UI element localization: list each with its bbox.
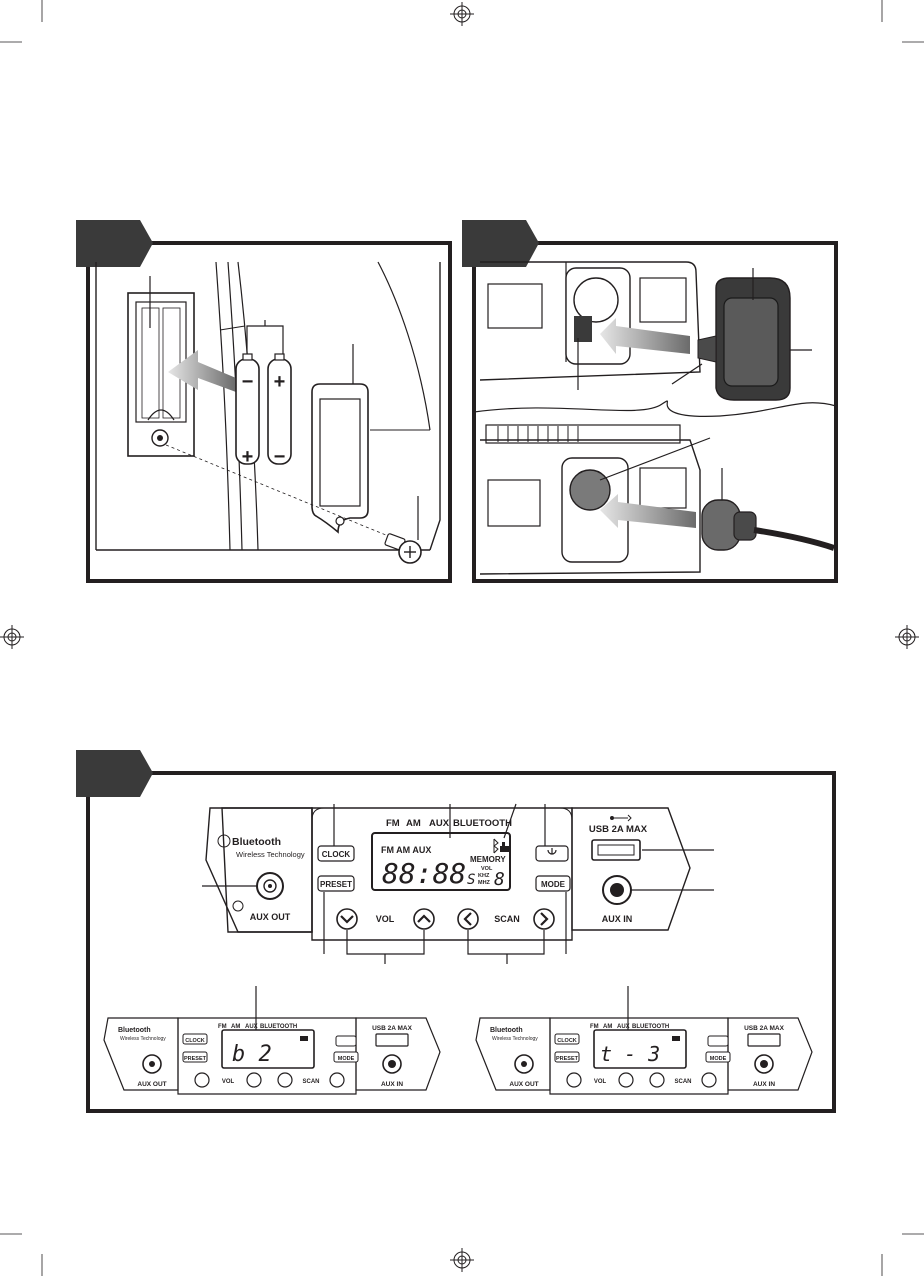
vol-up-button[interactable] [413, 908, 435, 930]
clock-button[interactable] [317, 845, 355, 862]
source-am: AM [406, 818, 421, 829]
lcd-vol: VOL [481, 866, 493, 872]
nfc-icon [232, 900, 244, 912]
svg-text:VOL: VOL [222, 1079, 235, 1085]
lcd-bluetooth-icon [493, 838, 499, 854]
svg-text:USB 2A MAX: USB 2A MAX [372, 1025, 413, 1032]
source-bluetooth: BLUETOOTH [453, 818, 512, 829]
svg-text:USB 2A MAX: USB 2A MAX [744, 1025, 785, 1032]
bluetooth-subtitle: Wireless Technology [236, 850, 305, 859]
vol-down-button[interactable] [336, 908, 358, 930]
lcd-memory: MEMORY [470, 855, 506, 864]
step-tab-3 [76, 750, 153, 797]
lcd-text-t3: t - 3 [600, 1042, 660, 1066]
mode-button[interactable] [535, 875, 571, 892]
svg-text:BLUETOOTH: BLUETOOTH [260, 1024, 297, 1030]
clock-label: CLOCK [322, 850, 351, 859]
lcd-battery-icon [500, 842, 510, 852]
lcd-display-small [221, 1029, 315, 1069]
svg-text:Wireless Technology: Wireless Technology [492, 1036, 538, 1042]
battery-right: + − [267, 353, 292, 468]
bluetooth-brand: Bluetooth [232, 836, 281, 848]
power-icon [547, 848, 557, 855]
svg-text:AUX OUT: AUX OUT [509, 1081, 538, 1088]
svg-text:MODE: MODE [710, 1056, 727, 1062]
svg-text:AUX OUT: AUX OUT [137, 1081, 166, 1088]
registration-mark-bottom [450, 1248, 474, 1272]
control-panel-left-example: Bluetooth Wireless Technology AUX OUT CL… [103, 1017, 441, 1095]
lcd-display-small [593, 1029, 687, 1069]
battery-door [311, 383, 369, 534]
screw [384, 533, 422, 564]
preset-button[interactable] [317, 875, 355, 892]
scan-label: SCAN [494, 914, 520, 924]
registration-mark-right [895, 625, 919, 649]
svg-text:BLUETOOTH: BLUETOOTH [632, 1024, 669, 1030]
scan-forward-button[interactable] [533, 908, 555, 930]
registration-mark-top [450, 2, 474, 26]
step-tab-1 [76, 220, 153, 267]
svg-text:AM: AM [603, 1024, 612, 1030]
figure-battery-install: − + + − [76, 220, 452, 583]
svg-text:MODE: MODE [338, 1056, 355, 1062]
lcd-s: S [467, 872, 475, 888]
svg-text:Wireless Technology: Wireless Technology [120, 1036, 166, 1042]
callout-lines [202, 803, 714, 1030]
preset-label: PRESET [320, 880, 352, 889]
lcd-khz: KHZ [478, 873, 490, 879]
aux-out-label: AUX OUT [250, 912, 291, 922]
svg-text:AUX IN: AUX IN [753, 1081, 775, 1088]
usb-icon [610, 814, 632, 822]
figure-control-panel: Bluetooth Wireless Technology AUX OUT CL… [76, 750, 836, 1113]
vol-label: VOL [376, 914, 395, 924]
svg-text:PRESET: PRESET [556, 1056, 579, 1062]
step-tab-2 [462, 220, 539, 267]
control-panel-main: Bluetooth Wireless Technology AUX OUT CL… [202, 803, 714, 1030]
svg-text:FM: FM [590, 1024, 599, 1030]
bluetooth-logo-icon [217, 834, 231, 848]
svg-text:AUX: AUX [617, 1024, 630, 1030]
control-panel-right-example: Bluetooth Wireless Technology AUX OUT CL… [475, 1017, 813, 1095]
svg-text:+: + [274, 371, 286, 393]
svg-text:VOL: VOL [594, 1079, 607, 1085]
lcd-digits: 88:88 [382, 857, 466, 890]
svg-text:−: − [274, 446, 286, 468]
lcd-display [371, 832, 511, 891]
svg-text:Bluetooth: Bluetooth [490, 1027, 523, 1034]
svg-text:CLOCK: CLOCK [185, 1038, 205, 1044]
svg-text:SCAN: SCAN [674, 1079, 691, 1085]
cover-arrow [600, 318, 690, 354]
usb-label: USB 2A MAX [589, 824, 648, 835]
scan-back-button[interactable] [457, 908, 479, 930]
battery-left: − + [235, 353, 260, 468]
source-fm: FM [386, 818, 400, 829]
lcd-mhz: MHZ [478, 880, 491, 886]
source-aux: AUX [429, 818, 450, 829]
svg-text:AUX: AUX [245, 1024, 258, 1030]
lcd-text-b2: b 2 [232, 1042, 272, 1067]
aux-in-label: AUX IN [602, 914, 633, 924]
svg-text:CLOCK: CLOCK [557, 1038, 577, 1044]
svg-text:AM: AM [231, 1024, 240, 1030]
svg-text:+: + [242, 446, 254, 468]
ac-socket-cover [697, 277, 791, 401]
svg-text:AUX IN: AUX IN [381, 1081, 403, 1088]
figure-power-connection [462, 220, 838, 583]
registration-mark-left [0, 625, 24, 649]
svg-text:FM: FM [218, 1024, 227, 1030]
plug-arrow [600, 494, 696, 528]
insert-arrow [168, 350, 236, 392]
lcd-right-digit: 8 [494, 869, 505, 890]
svg-text:−: − [242, 371, 254, 393]
svg-text:Bluetooth: Bluetooth [118, 1027, 151, 1034]
mode-label: MODE [541, 880, 566, 889]
svg-text:SCAN: SCAN [302, 1079, 319, 1085]
svg-text:PRESET: PRESET [184, 1056, 207, 1062]
power-cord-plug [701, 499, 835, 551]
lcd-mode-indicators: FM AM AUX [381, 845, 431, 855]
